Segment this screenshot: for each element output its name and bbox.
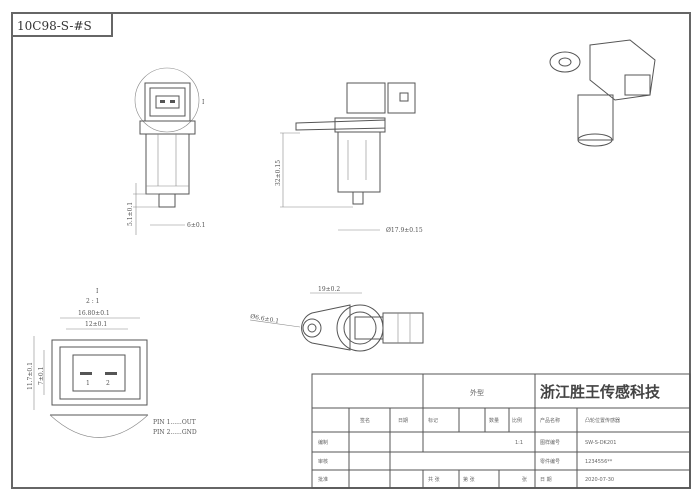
- dim-front-pin-width: 6±0.1: [187, 222, 205, 229]
- tb-sheet-no: 第 张: [463, 476, 475, 483]
- tb-part-no-label: 零件编号: [540, 458, 560, 465]
- pin1-number: 1: [86, 380, 90, 387]
- tb-product-name-label: 产品名称: [540, 417, 560, 424]
- tb-drawing-no-label: 图样编号: [540, 439, 560, 446]
- tb-part-no: 1234556**: [585, 459, 613, 465]
- tb-review: 审核: [318, 458, 328, 465]
- dim-front-height: 5.1±0.1: [127, 202, 134, 226]
- side-view: 32±0.15 Ø17.9±0.15: [275, 82, 423, 234]
- connector-view: I 2 : 1 16.80±0.1 12±0.1 1 2 11.7±0.1 7±…: [27, 288, 197, 438]
- pin-2-label: PIN 2......GND: [153, 429, 197, 436]
- tb-total-sheets: 共 张: [428, 476, 440, 483]
- tb-product-name: 凸轮位置传感器: [585, 417, 620, 424]
- part-label: 10C98-S-#S: [17, 19, 92, 33]
- tb-scale: 比例: [512, 417, 522, 424]
- tb-mark: 标记: [428, 417, 438, 424]
- tb-date-value: 2020-07-30: [585, 477, 614, 483]
- dim-side-height: 32±0.15: [275, 160, 282, 186]
- tb-approve: 批准: [318, 476, 328, 483]
- conn-title: I: [96, 288, 99, 295]
- tb-sheet: 张: [522, 476, 527, 483]
- ref-mark: I: [202, 99, 205, 106]
- tb-qty: 数量: [489, 417, 499, 424]
- dim-conn-height-inner: 7±0.1: [38, 367, 45, 385]
- tb-drawing-no: SW-S-DK201: [585, 440, 616, 446]
- dim-hole-diameter: Ø6.6±0.1: [250, 313, 280, 325]
- part-label-box: [11, 12, 113, 37]
- company-name: 浙江胜王传感科技: [540, 383, 661, 401]
- tb-scale-value: 1:1: [515, 440, 523, 446]
- front-view: I 5.1±0.1 6±0.1: [127, 67, 205, 235]
- pin2-number: 2: [106, 380, 110, 387]
- conn-scale: 2 : 1: [86, 298, 99, 305]
- tb-sign: 签名: [360, 417, 370, 424]
- pin-1-label: PIN 1......OUT: [153, 419, 196, 426]
- drawing-frame: [11, 12, 691, 489]
- dim-side-diameter: Ø17.9±0.15: [386, 227, 423, 234]
- isometric-view: [549, 39, 656, 147]
- tb-prepared: 编制: [318, 439, 328, 446]
- top-view: 19±0.2 Ø6.6±0.1: [250, 286, 424, 352]
- title-block: 外型 浙江胜王传感科技 签名 日期 标记 数量 比例 产品名称 凸轮位置传感器 …: [311, 373, 691, 489]
- dim-conn-width-inner: 12±0.1: [85, 321, 107, 328]
- dim-top-spacing: 19±0.2: [318, 286, 340, 293]
- shape-label: 外型: [470, 388, 484, 397]
- dim-conn-width-outer: 16.80±0.1: [78, 310, 110, 317]
- dim-conn-height-outer: 11.7±0.1: [27, 362, 34, 390]
- tb-date-label: 日 期: [540, 477, 552, 483]
- tb-date: 日期: [398, 418, 408, 424]
